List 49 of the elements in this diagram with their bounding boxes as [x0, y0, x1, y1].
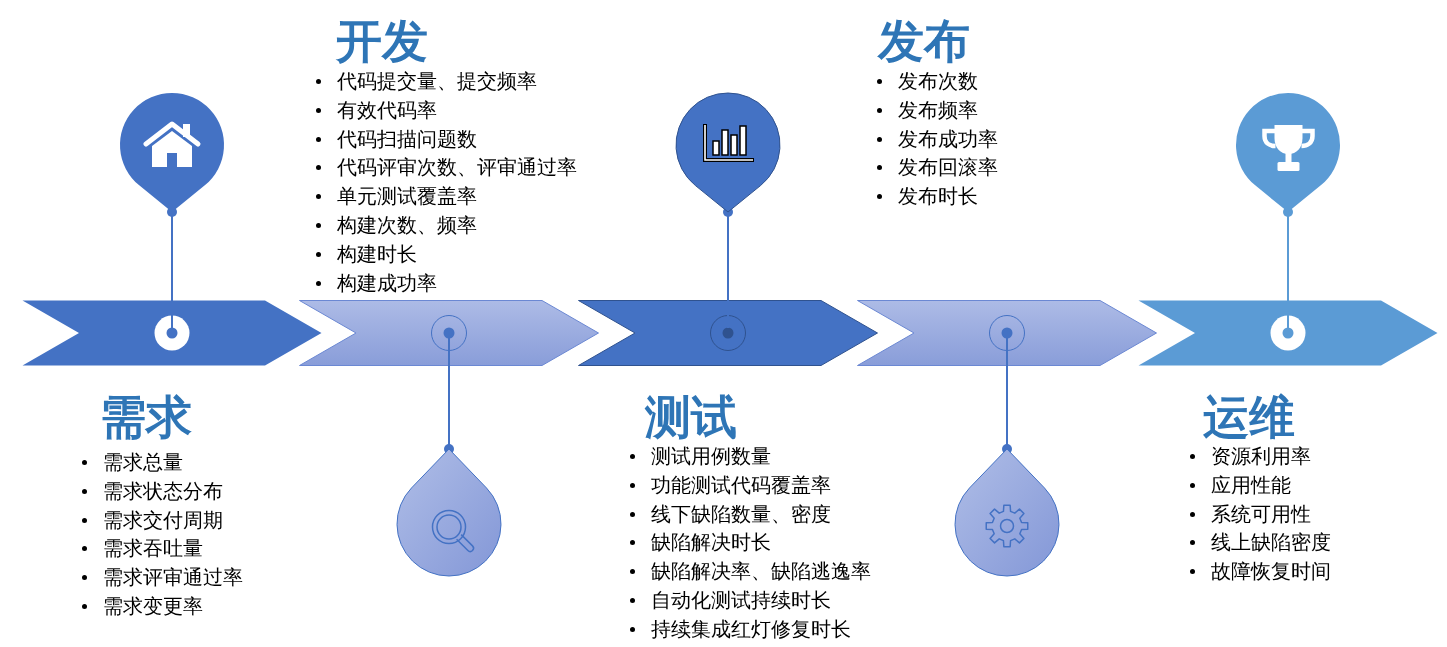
bullet-item: 缺陷解决率、缺陷逃逸率 — [630, 557, 871, 586]
map-pin — [953, 448, 1061, 578]
bullet-item: 需求交付周期 — [82, 505, 223, 535]
bullet-item: 需求评审通过率 — [82, 563, 243, 592]
bullet-item: 线下缺陷数量、密度 — [630, 499, 831, 529]
bullet-item: 持续集成红灯修复时长 — [630, 614, 851, 644]
bullet-item: 需求状态分布 — [82, 476, 223, 506]
bullet-item: 构建成功率 — [316, 268, 437, 298]
bullet-item: 自动化测试持续时长 — [630, 586, 831, 615]
bullet-item: 代码扫描问题数 — [316, 124, 477, 154]
stage-heading: 发布 — [878, 16, 970, 66]
step-banner — [578, 300, 878, 366]
bullet-item: 发布时长 — [877, 182, 978, 211]
bullet-item: 功能测试代码覆盖率 — [630, 470, 831, 500]
step-banner — [299, 300, 599, 366]
stage-heading: 测试 — [645, 392, 737, 442]
bullet-item: 单元测试覆盖率 — [316, 182, 477, 211]
bullet-item: 系统可用性 — [1190, 499, 1311, 529]
bullet-item: 测试用例数量 — [630, 442, 771, 471]
step-banner — [22, 300, 322, 366]
bullet-item: 应用性能 — [1190, 470, 1291, 500]
stage-heading: 需求 — [100, 392, 192, 442]
bullet-item: 有效代码率 — [316, 95, 437, 125]
bullet-item: 发布次数 — [877, 67, 978, 96]
bullet-item: 缺陷解决时长 — [630, 528, 771, 558]
bullet-item: 发布回滚率 — [877, 153, 998, 183]
bullet-item: 发布成功率 — [877, 124, 998, 154]
bullet-item: 发布频率 — [877, 95, 978, 125]
stage-heading: 开发 — [336, 16, 428, 66]
map-pin — [674, 91, 782, 213]
bullet-item: 资源利用率 — [1190, 442, 1311, 471]
map-pin — [395, 448, 503, 578]
bullet-item: 构建次数、频率 — [316, 211, 477, 240]
bullet-item: 需求总量 — [82, 448, 183, 477]
bullet-item: 需求吞吐量 — [82, 534, 203, 564]
bullet-item: 代码提交量、提交频率 — [316, 67, 537, 96]
connector-line — [723, 207, 733, 301]
bullet-item: 需求变更率 — [82, 592, 203, 621]
bullet-item: 代码评审次数、评审通过率 — [316, 153, 577, 183]
step-banner — [857, 300, 1157, 366]
bullet-item: 线上缺陷密度 — [1190, 528, 1331, 558]
connector-line — [444, 365, 454, 454]
step-banner — [1138, 300, 1438, 366]
connector-line — [1002, 365, 1012, 454]
connector-line — [167, 207, 177, 301]
bullet-item: 构建时长 — [316, 239, 417, 269]
stage-heading: 运维 — [1203, 392, 1295, 442]
bullet-item: 故障恢复时间 — [1190, 557, 1331, 586]
connector-line — [1283, 207, 1293, 301]
